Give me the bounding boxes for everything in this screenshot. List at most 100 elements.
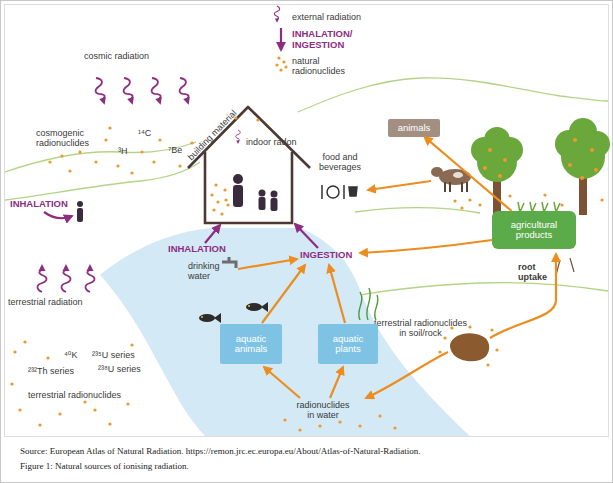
radionuclide-dots <box>256 118 259 121</box>
uptake-label: root uptake <box>518 262 552 282</box>
isotope-label: ²³⁵U series <box>92 350 135 360</box>
radionuclide-dots <box>158 138 161 141</box>
person-icon <box>77 208 83 222</box>
box-text: animals <box>398 123 431 133</box>
radionuclide-dots <box>10 382 13 385</box>
radionuclide-dots <box>152 160 155 163</box>
landscape-line <box>298 78 608 112</box>
radionuclide-dots <box>453 199 456 202</box>
root-lines <box>556 258 574 275</box>
radionuclide-dots <box>130 343 133 346</box>
box-text: aquatic animals <box>224 334 278 355</box>
food-icon <box>322 185 357 199</box>
agriculture-box: agricultural products <box>492 211 576 249</box>
person-icon <box>77 174 278 222</box>
water-plant-icon <box>359 288 378 320</box>
isotope-label: ²³²Th series <box>28 366 74 376</box>
radionuclide-dots <box>83 400 86 403</box>
water-label: drinking water <box>188 261 228 281</box>
legend-text: INHALATION/ INGESTION <box>292 28 353 50</box>
radionuclide-label: terrestrial radionuclides <box>28 390 121 400</box>
radionuclide-dots <box>279 68 282 71</box>
transfer-arrow <box>238 259 297 269</box>
radionuclide-dots <box>224 198 227 201</box>
isotope-label: ⁴⁰K <box>64 350 77 360</box>
pathway-arrow <box>205 225 220 243</box>
aquatic-box: aquatic animals <box>220 324 282 364</box>
pathway-arrow <box>295 224 318 248</box>
food-label: food and beverages <box>316 152 364 172</box>
radionuclide-dots <box>277 56 280 59</box>
fish-icon <box>201 316 203 318</box>
pathway-label: INGESTION <box>300 250 352 261</box>
radon-label: indoor radon <box>246 137 297 147</box>
root-lines <box>556 258 574 275</box>
transfer-arrow <box>329 265 345 323</box>
radionuclide-dots <box>393 426 396 429</box>
radionuclide-dots <box>438 350 441 353</box>
radionuclide-dots <box>600 198 603 201</box>
radiation-squiggle <box>62 264 71 292</box>
tree-icon <box>484 127 510 153</box>
fish-icon <box>199 314 215 322</box>
transfer-arrow <box>490 254 556 338</box>
radiation-label: cosmic radiation <box>84 51 149 61</box>
box-text: agricultural products <box>496 220 572 241</box>
image-frame <box>5 5 609 437</box>
radionuclide-dots <box>38 423 41 426</box>
radionuclide-dots <box>226 203 229 206</box>
radionuclide-dots <box>126 402 129 405</box>
radionuclide-dots <box>108 126 111 129</box>
radionuclide-dots <box>560 203 563 206</box>
pathway-arrow <box>280 28 282 50</box>
water-label: radionuclides in water <box>294 400 352 420</box>
landscape-line <box>5 162 200 200</box>
radionuclide-dots <box>594 168 598 172</box>
radionuclide-dots <box>10 56 603 431</box>
box-text: aquatic plants <box>322 334 374 355</box>
radionuclide-dots <box>483 166 487 170</box>
fish-icon <box>199 302 268 323</box>
radionuclide-dots <box>93 408 96 411</box>
water-body <box>100 228 470 436</box>
flow-arrow <box>425 137 512 211</box>
landscape-line <box>335 282 608 300</box>
radiation-label: terrestrial radiation <box>8 297 83 307</box>
radionuclide-dots <box>468 325 471 328</box>
radionuclide-dots <box>130 171 133 174</box>
pathway-label: INHALATION <box>168 244 226 255</box>
landscape-line <box>5 142 196 172</box>
radionuclide-dots <box>503 158 507 162</box>
radionuclide-dots <box>573 138 577 142</box>
cow-icon <box>445 182 467 192</box>
radiation-squiggle <box>38 6 280 292</box>
radionuclide-dots <box>508 194 511 197</box>
cow-icon <box>431 167 443 177</box>
radionuclide-dots <box>490 328 493 331</box>
radionuclide-dots <box>46 356 49 359</box>
radionuclide-dots <box>68 169 71 172</box>
radionuclide-dots <box>48 160 51 163</box>
person-icon <box>233 174 243 184</box>
cow-icon <box>431 167 471 192</box>
radionuclide-dots <box>358 424 361 427</box>
radionuclide-dots <box>568 163 572 167</box>
pathway-arrow <box>44 212 72 218</box>
radionuclide-dots <box>478 203 481 206</box>
legend-text: natural radionuclides <box>292 56 345 76</box>
radionuclide-dots <box>13 350 16 353</box>
radionuclide-dots <box>495 348 498 351</box>
radionuclide-dots <box>214 183 217 186</box>
legend-text: external radiation <box>292 12 361 22</box>
radionuclide-dots <box>212 208 215 211</box>
animal-box: animals <box>388 119 440 137</box>
radionuclide-dots <box>282 60 285 63</box>
source-note: Source: European Atlas of Natural Radiat… <box>20 446 420 456</box>
tap-icon <box>222 257 236 268</box>
person-icon <box>271 191 278 198</box>
isotope-label: ²³⁸U series <box>98 364 141 374</box>
person-icon <box>259 190 266 197</box>
person-icon <box>271 198 278 211</box>
radionuclide-dots <box>94 160 97 163</box>
